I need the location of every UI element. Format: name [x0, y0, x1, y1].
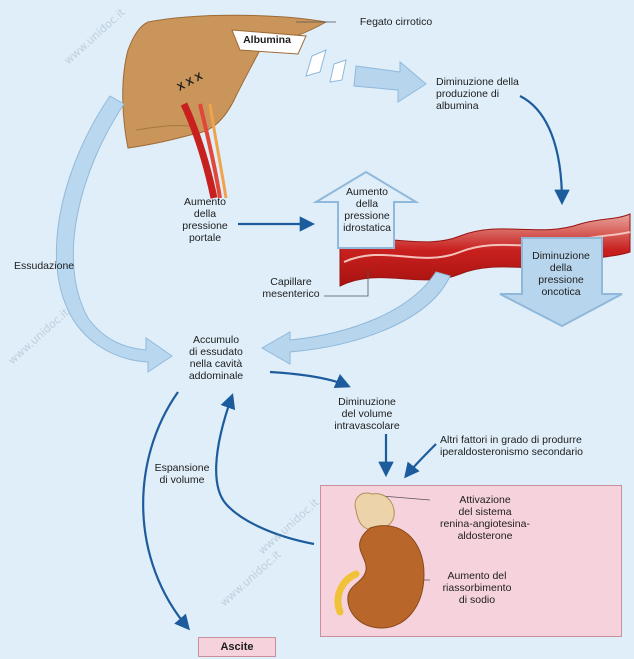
adrenal-gland [355, 493, 394, 530]
label-albumina: Albumina [233, 34, 301, 46]
label-fegato-cirrotico: Fegato cirrotico [346, 16, 446, 28]
label-attivazione-raa: Attivazione del sistema renina-angiotesi… [432, 494, 538, 542]
label-aumento-pressione-idrostatica: Aumento della pressione idrostatica [332, 186, 402, 234]
arrow-albumin-decrease [354, 62, 426, 102]
kidney [338, 526, 424, 628]
label-essudazione: Essudazione [14, 260, 94, 272]
label-ascite: Ascite [198, 637, 276, 657]
label-altri-fattori: Altri fattori in grado di produrre ipera… [440, 434, 630, 458]
label-diminuzione-volume: Diminuzione del volume intravascolare [322, 396, 412, 432]
label-accumulo-essudato: Accumulo di essudato nella cavità addomi… [176, 334, 256, 382]
albumin-fragments [306, 50, 346, 82]
label-diminuzione-albumina: Diminuzione della produzione di albumina [436, 76, 556, 112]
label-capillare-mesenterico: Capillare mesenterico [258, 276, 324, 300]
label-diminuzione-pressione-oncotica: Diminuzione della pressione oncotica [520, 250, 602, 298]
label-espansione-volume: Espansione di volume [146, 462, 218, 486]
label-aumento-pressione-portale: Aumento della pressione portale [172, 196, 238, 244]
label-riassorbimento-sodio: Aumento del riassorbimento di sodio [432, 570, 522, 606]
